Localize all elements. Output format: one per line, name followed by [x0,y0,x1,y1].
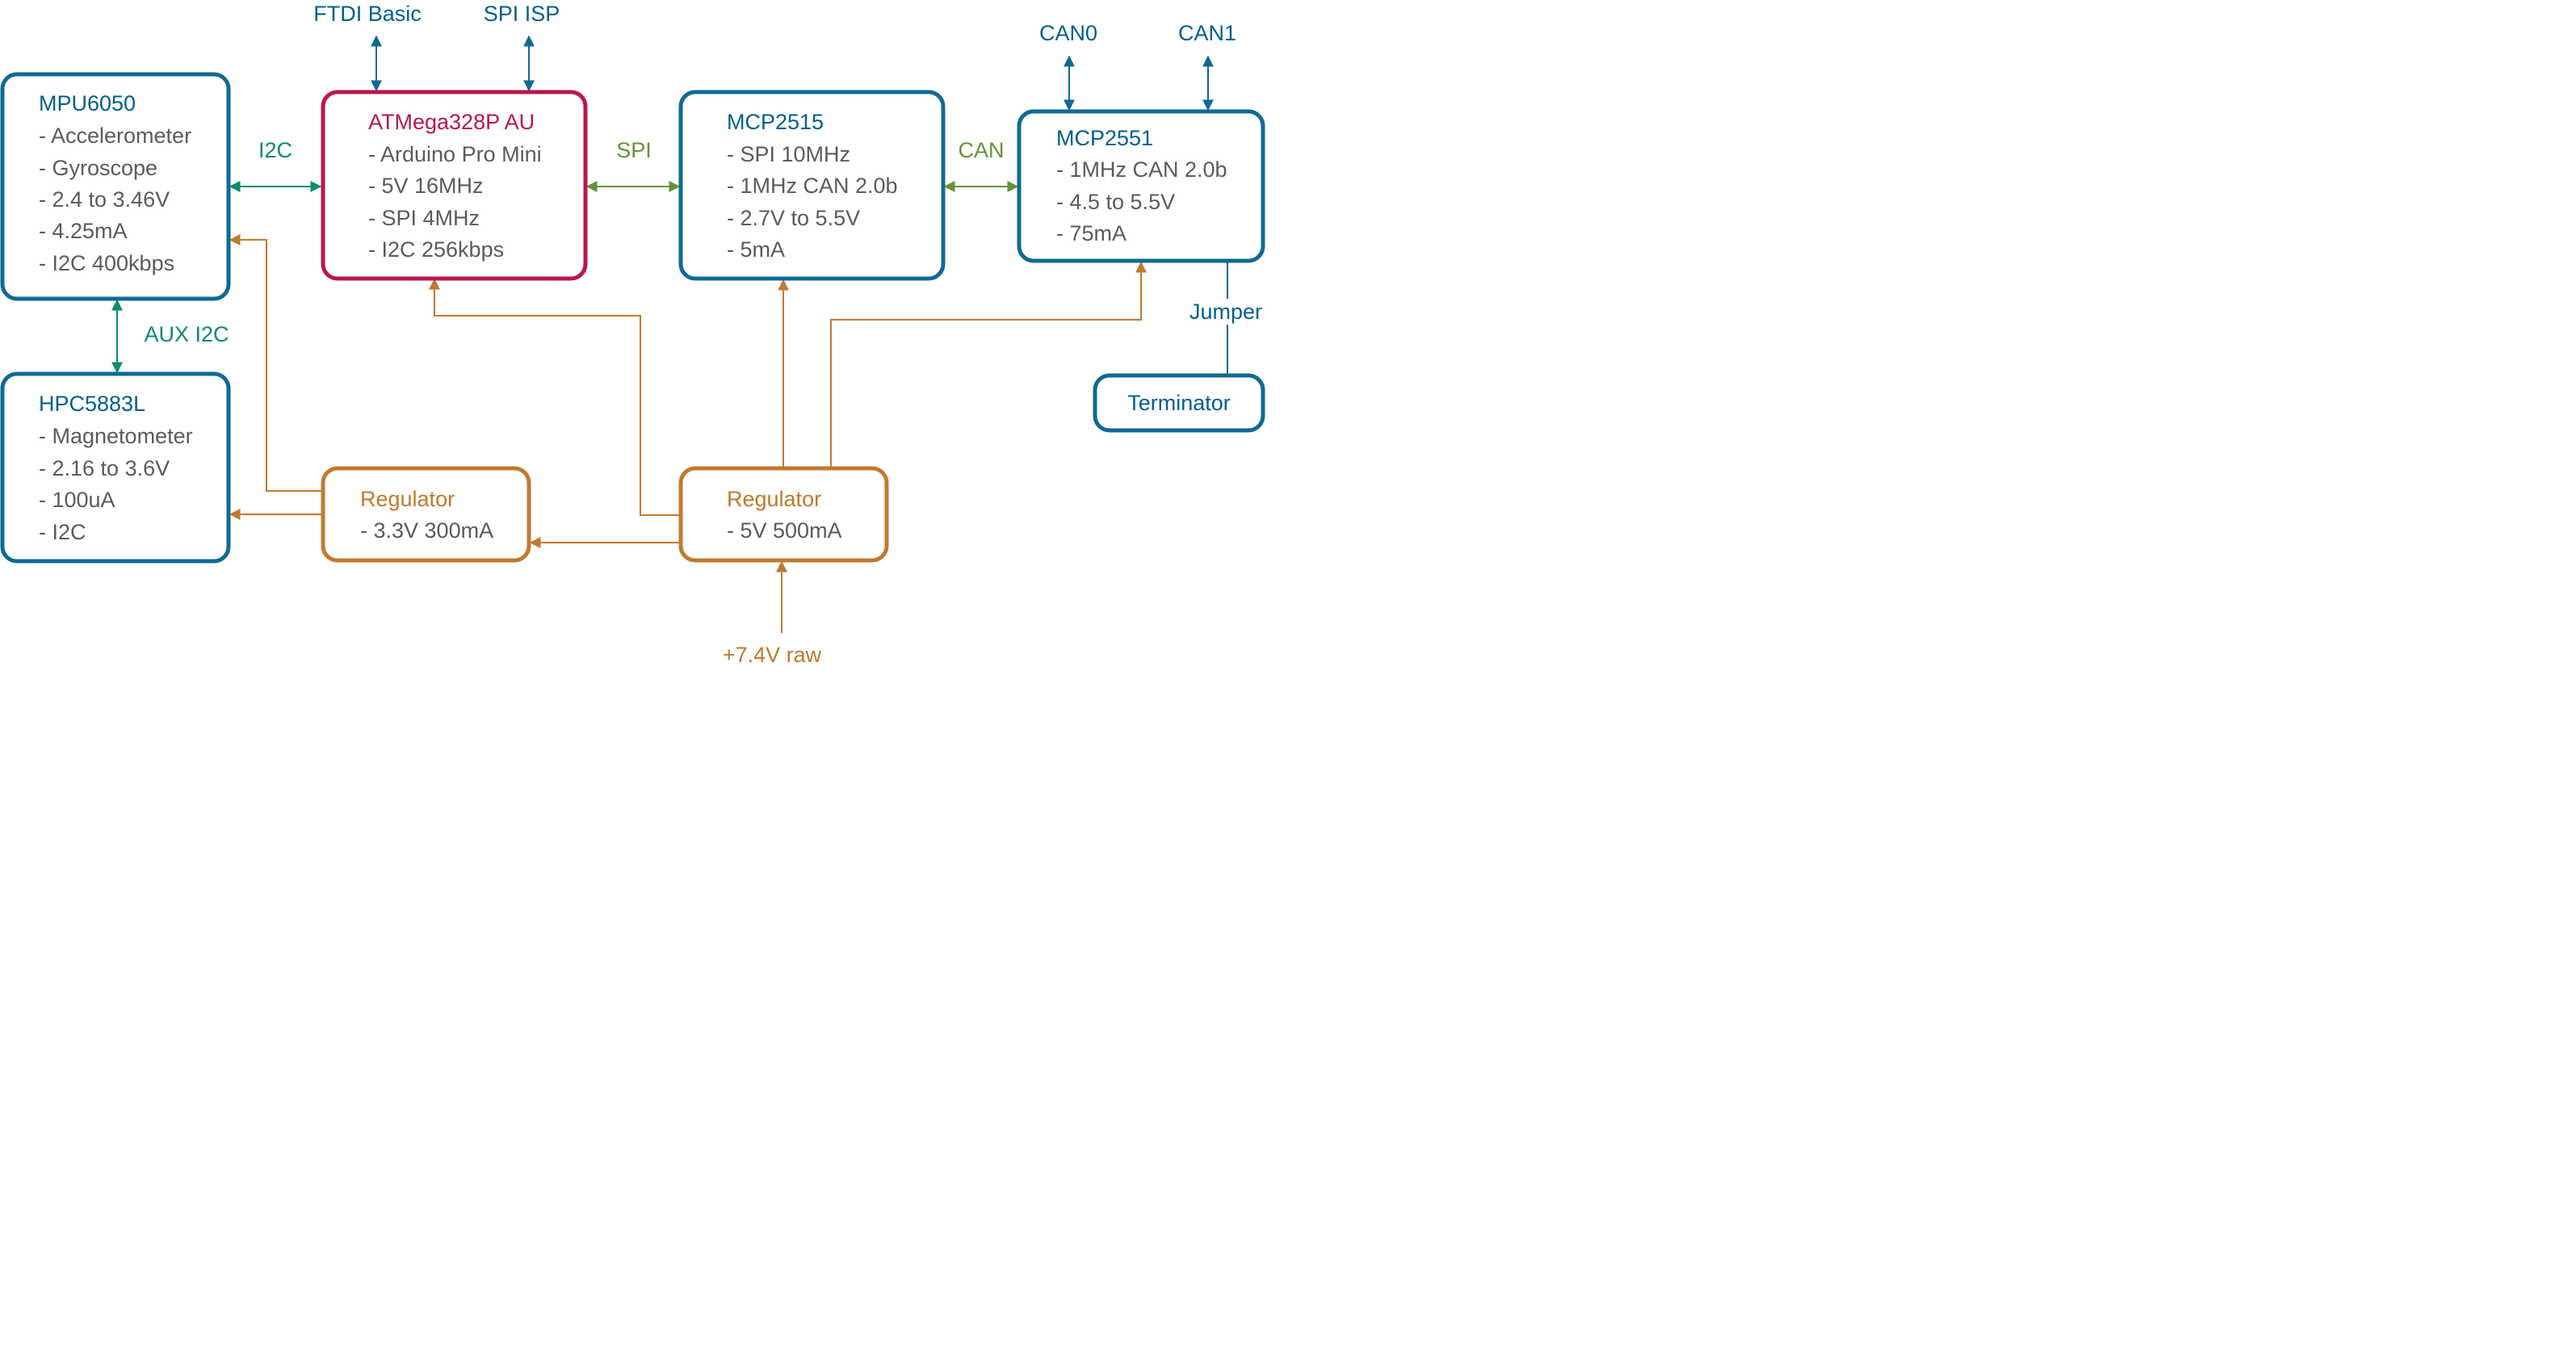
raw-input-label: +7.4V raw [723,643,822,667]
mpu6050-spec-3: - 2.4 to 3.46V [39,187,170,212]
hpc5883l-block: HPC5883L - Magnetometer - 2.16 to 3.6V -… [0,371,231,564]
mpu6050-block: MPU6050 - Accelerometer - Gyroscope - 2.… [0,72,231,301]
hpc5883l-spec-3: - 100uA [39,488,115,512]
regulator-5v-block: Regulator - 5V 500mA [678,466,889,563]
atmega-spec-3: - SPI 4MHz [368,206,480,230]
regulator-5v-spec: - 5V 500mA [727,518,842,543]
power-reg5-to-atmega [429,278,679,516]
hpc5883l-spec-1: - Magnetometer [39,424,193,448]
jumper-label: Jumper [1189,300,1262,324]
i2c-label: I2C [258,138,292,162]
regulator-3v3-title: Regulator [360,487,455,511]
atmega-title: ATMega328P AU [368,110,535,134]
mpu6050-spec-2: - Gyroscope [39,156,157,180]
mcp2515-spec-3: - 2.7V to 5.5V [727,206,860,230]
hpc5883l-spec-4: - I2C [39,520,86,544]
ftdi-label: FTDI Basic [313,2,422,26]
mcp2515-spec-4: - 5mA [727,237,785,262]
block-diagram: MPU6050 - Accelerometer - Gyroscope - 2.… [0,2,1265,667]
mcp2551-spec-1: - 1MHz CAN 2.0b [1056,157,1227,182]
atmega-spec-1: - Arduino Pro Mini [368,142,542,166]
mcp2515-title: MCP2515 [727,110,824,134]
mcp2551-title: MCP2551 [1056,126,1153,150]
mpu6050-title: MPU6050 [39,91,136,115]
mcp2515-spec-2: - 1MHz CAN 2.0b [727,174,898,198]
mpu6050-spec-4: - 4.25mA [39,219,128,243]
mcp2515-block: MCP2515 - SPI 10MHz - 1MHz CAN 2.0b - 2.… [678,90,946,281]
atmega-spec-4: - I2C 256kbps [368,237,504,262]
atmega-spec-2: - 5V 16MHz [368,174,484,198]
spi-label: SPI [616,138,652,162]
mcp2551-spec-3: - 75mA [1056,221,1126,245]
can0-label: CAN0 [1039,21,1097,45]
regulator-5v-title: Regulator [727,487,821,511]
hpc5883l-title: HPC5883L [39,392,145,416]
mcp2515-spec-1: - SPI 10MHz [727,142,850,166]
mcp2551-spec-2: - 4.5 to 5.5V [1056,190,1175,214]
mpu6050-spec-5: - I2C 400kbps [39,251,174,275]
connection-labels: FTDI Basic SPI ISP CAN0 CAN1 I2C SPI CAN… [144,2,1262,667]
spi-isp-label: SPI ISP [484,2,560,26]
regulator-3v3-spec: - 3.3V 300mA [360,518,493,543]
power-reg5-to-mcp2551 [830,261,1147,467]
atmega-block: ATMega328P AU - Arduino Pro Mini - 5V 16… [321,90,588,281]
can-label: CAN [958,138,1004,162]
regulator-3v3-block: Regulator - 3.3V 300mA [321,466,531,563]
aux-i2c-label: AUX I2C [144,322,229,346]
terminator-title: Terminator [1127,391,1231,415]
mpu6050-spec-1: - Accelerometer [39,124,191,148]
connections [111,35,1228,633]
mcp2551-block: MCP2551 - 1MHz CAN 2.0b - 4.5 to 5.5V - … [1017,109,1265,263]
can1-label: CAN1 [1178,21,1236,45]
terminator-block: Terminator [1093,373,1265,433]
power-reg33-to-mpu6050 [229,234,323,492]
hpc5883l-spec-2: - 2.16 to 3.6V [39,456,170,480]
